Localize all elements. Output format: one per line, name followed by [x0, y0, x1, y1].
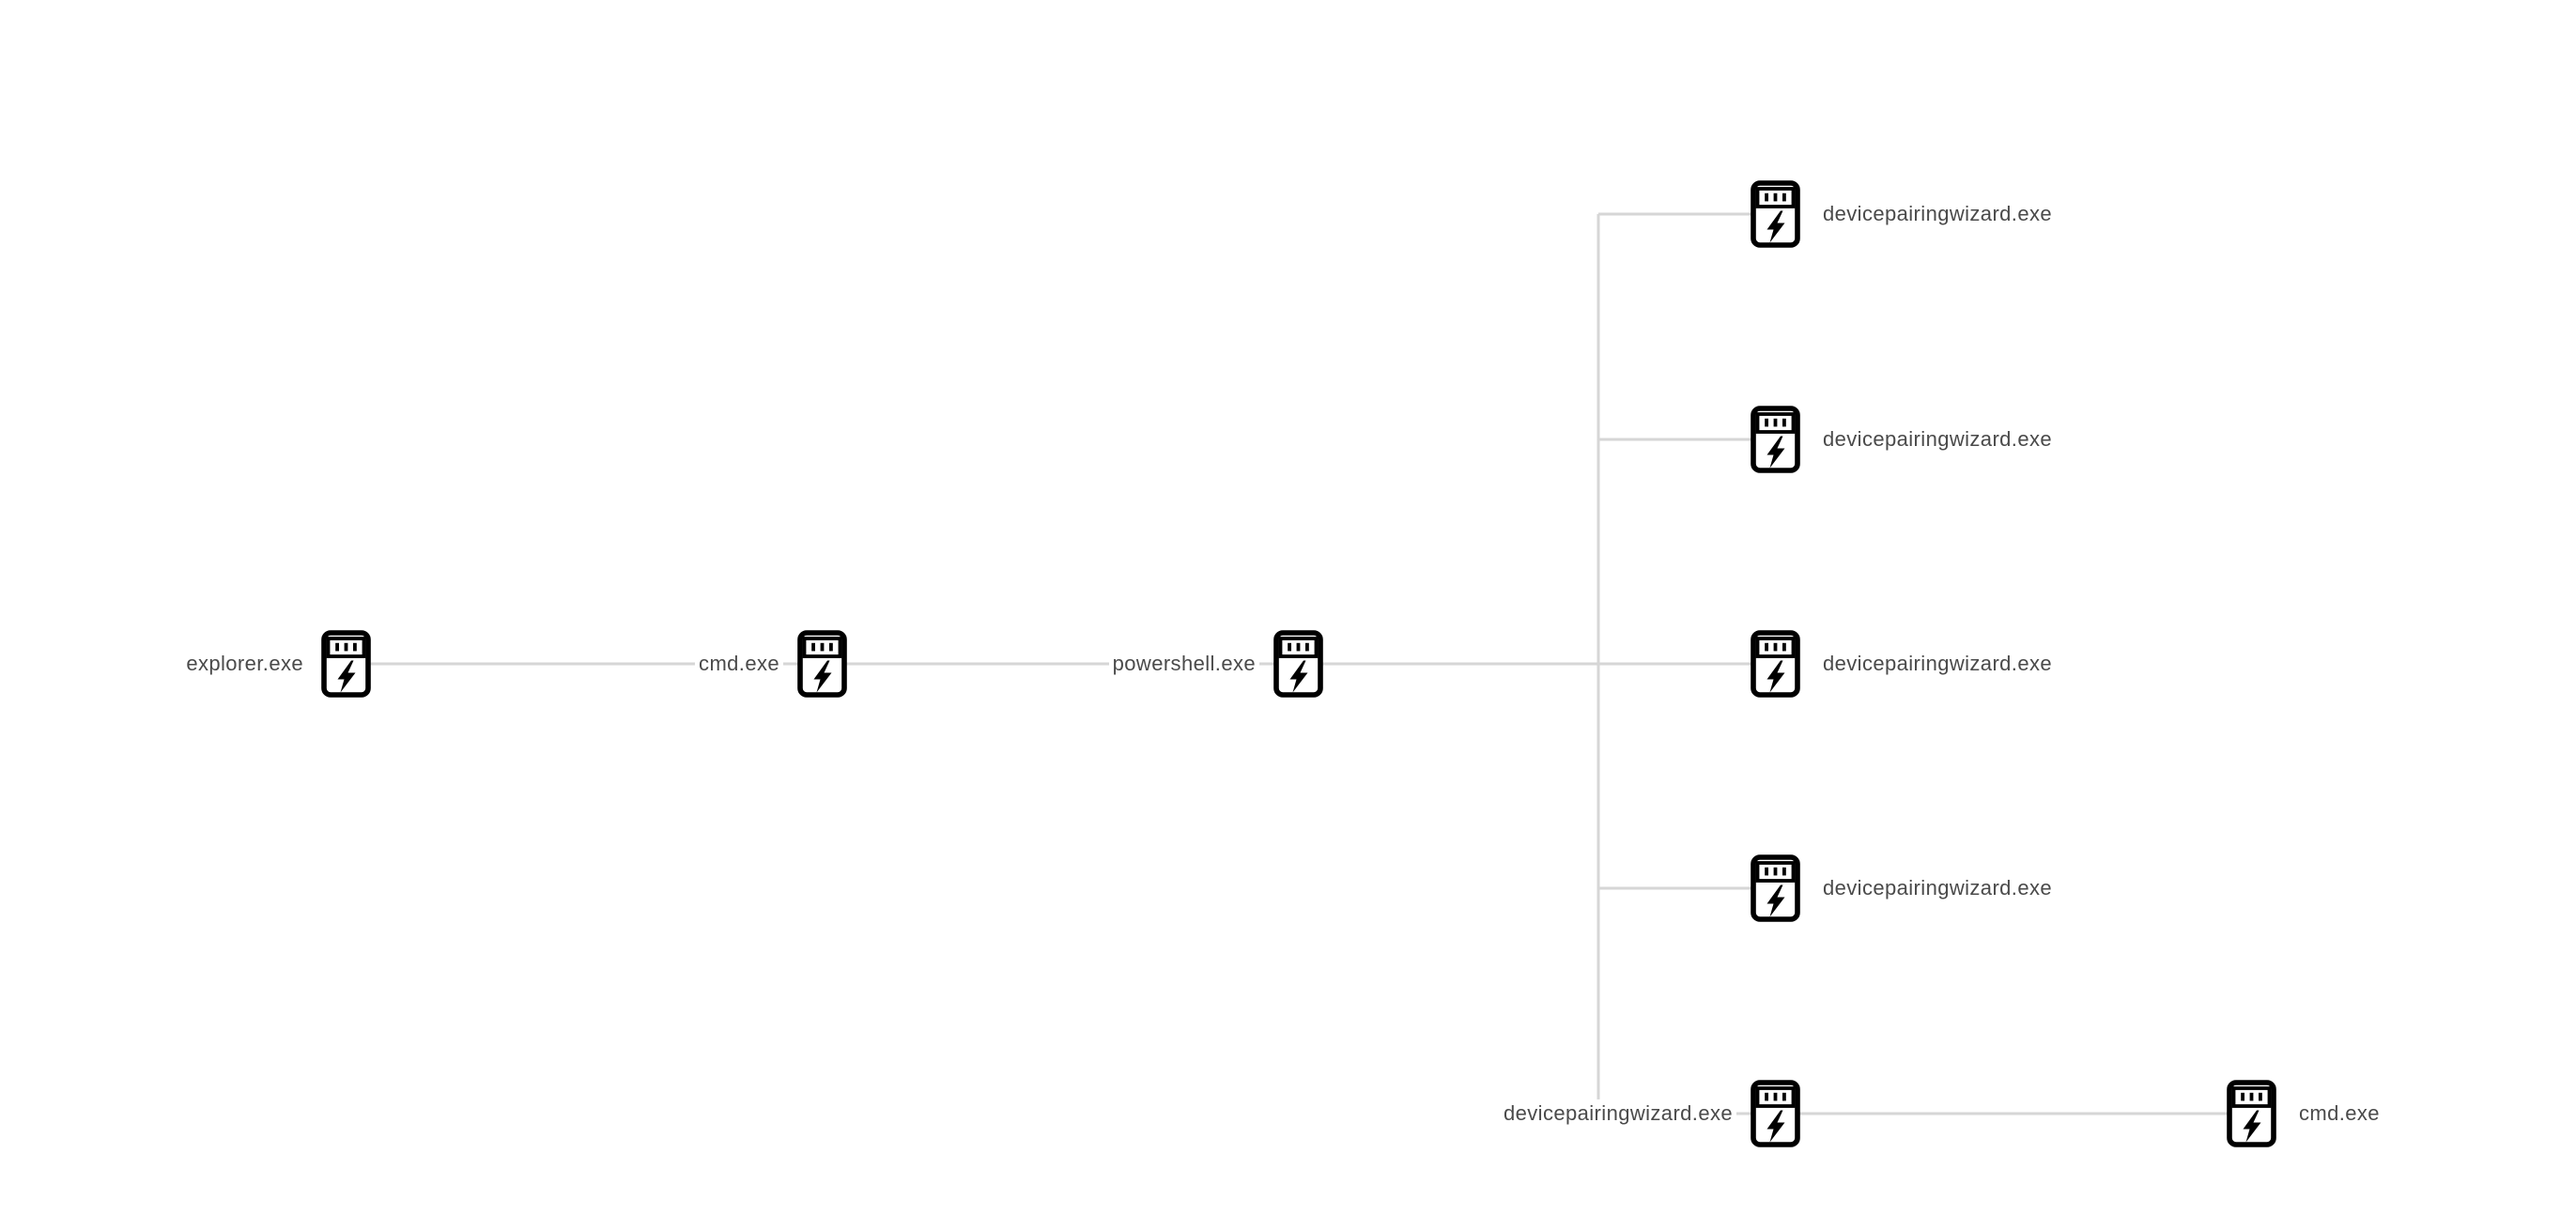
process-label-explorer: explorer.exe: [182, 649, 307, 679]
process-executable-icon-dpw-4[interactable]: [1750, 854, 1800, 922]
process-executable-icon-dpw-3[interactable]: [1750, 630, 1800, 698]
process-label-powershell: powershell.exe: [1108, 649, 1259, 679]
process-executable-icon-dpw-1[interactable]: [1750, 180, 1800, 248]
process-executable-icon-powershell[interactable]: [1273, 630, 1323, 698]
process-executable-icon-cmd-1[interactable]: [796, 630, 847, 698]
process-label-dpw-3: devicepairingwizard.exe: [1819, 649, 2056, 679]
process-label-cmd-2: cmd.exe: [2295, 1099, 2383, 1129]
process-executable-icon-dpw-2[interactable]: [1750, 406, 1800, 473]
process-executable-icon-explorer[interactable]: [320, 630, 371, 698]
process-label-dpw-4: devicepairingwizard.exe: [1819, 873, 2056, 903]
process-executable-icon-dpw-5[interactable]: [1750, 1080, 1800, 1147]
process-executable-icon-cmd-2[interactable]: [2226, 1080, 2276, 1147]
process-label-dpw-1: devicepairingwizard.exe: [1819, 199, 2056, 229]
process-label-dpw-2: devicepairingwizard.exe: [1819, 424, 2056, 454]
process-label-dpw-5: devicepairingwizard.exe: [1500, 1099, 1736, 1129]
process-label-cmd-1: cmd.exe: [695, 649, 783, 679]
